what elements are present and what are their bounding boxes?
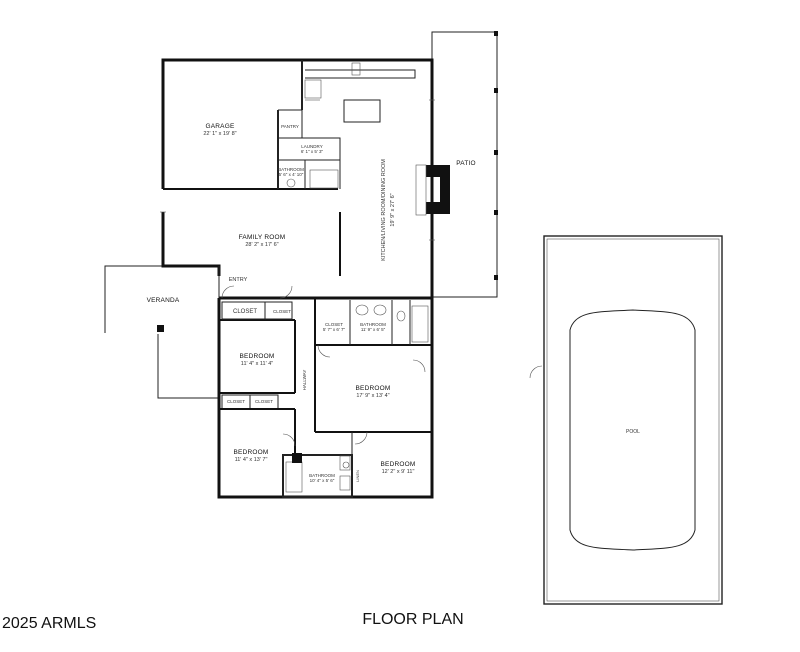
veranda-area bbox=[104, 265, 219, 399]
pool-area bbox=[543, 235, 723, 605]
patio-area bbox=[431, 31, 498, 298]
closet-d-label: CLOSET bbox=[255, 399, 273, 404]
laundry-label: LAUNDRY bbox=[301, 144, 322, 149]
bedroom-3-label: BEDROOM bbox=[381, 461, 416, 468]
kitchen-dims: 19' 9" x 27' 6" bbox=[390, 193, 396, 226]
master-closet-dims: 5' 7" x 6' 7" bbox=[323, 327, 346, 332]
copyright-text: 2025 ARMLS bbox=[2, 615, 96, 632]
interior-walls bbox=[163, 60, 432, 498]
master-bathroom-label: BATHROOM bbox=[360, 322, 386, 327]
master-bathroom-dims: 11' 9" x 6' 5" bbox=[361, 327, 386, 332]
bedroom-1-label: BEDROOM bbox=[240, 353, 275, 360]
hall-bathroom-dims: 10' 4" x 5' 6" bbox=[310, 478, 335, 483]
garage-dims: 22' 1" x 19' 8" bbox=[203, 131, 236, 137]
pantry-label: PANTRY bbox=[281, 124, 299, 129]
closet-c-label: CLOSET bbox=[227, 399, 245, 404]
veranda-label: VERANDA bbox=[147, 297, 180, 304]
patio-label: PATIO bbox=[456, 160, 476, 167]
family-room-dims: 28' 2" x 17' 6" bbox=[245, 242, 278, 248]
room-labels: GARAGE 22' 1" x 19' 8" PANTRY LAUNDRY 6'… bbox=[147, 123, 641, 483]
pool-label: POOL bbox=[626, 429, 640, 435]
small-bathroom-dims: 5' 6" x 4' 10" bbox=[279, 172, 304, 177]
bedroom-3-dims: 12' 2" x 9' 11" bbox=[382, 469, 415, 475]
master-bedroom-dims: 17' 9" x 13' 4" bbox=[356, 393, 389, 399]
laundry-dims: 6' 1" x 5' 3" bbox=[301, 149, 324, 154]
entry-label: ENTRY bbox=[229, 277, 248, 283]
small-bathroom-label: BATHROOM bbox=[278, 167, 304, 172]
closet-a-label: CLOSET bbox=[233, 309, 257, 315]
linen-label: LINEN bbox=[355, 470, 360, 482]
hallway-label: HALLWAY bbox=[302, 370, 307, 391]
garage-label: GARAGE bbox=[205, 123, 234, 130]
bedroom-2-dims: 11' 4" x 13' 7" bbox=[235, 457, 268, 463]
hall-bathroom-label: BATHROOM bbox=[309, 473, 335, 478]
floor-plan-title: FLOOR PLAN bbox=[362, 611, 463, 628]
family-room-label: FAMILY ROOM bbox=[239, 234, 286, 241]
master-bedroom-label: BEDROOM bbox=[356, 385, 391, 392]
bedroom-1-dims: 11' 4" x 11' 4" bbox=[241, 361, 273, 367]
master-closet-label: CLOSET bbox=[325, 322, 343, 327]
kitchen-label: KITCHEN/LIVING ROOM/DINING ROOM bbox=[381, 159, 387, 261]
bedroom-2-label: BEDROOM bbox=[234, 449, 269, 456]
fixtures bbox=[160, 62, 543, 469]
closet-b-label: CLOSET bbox=[273, 309, 291, 314]
